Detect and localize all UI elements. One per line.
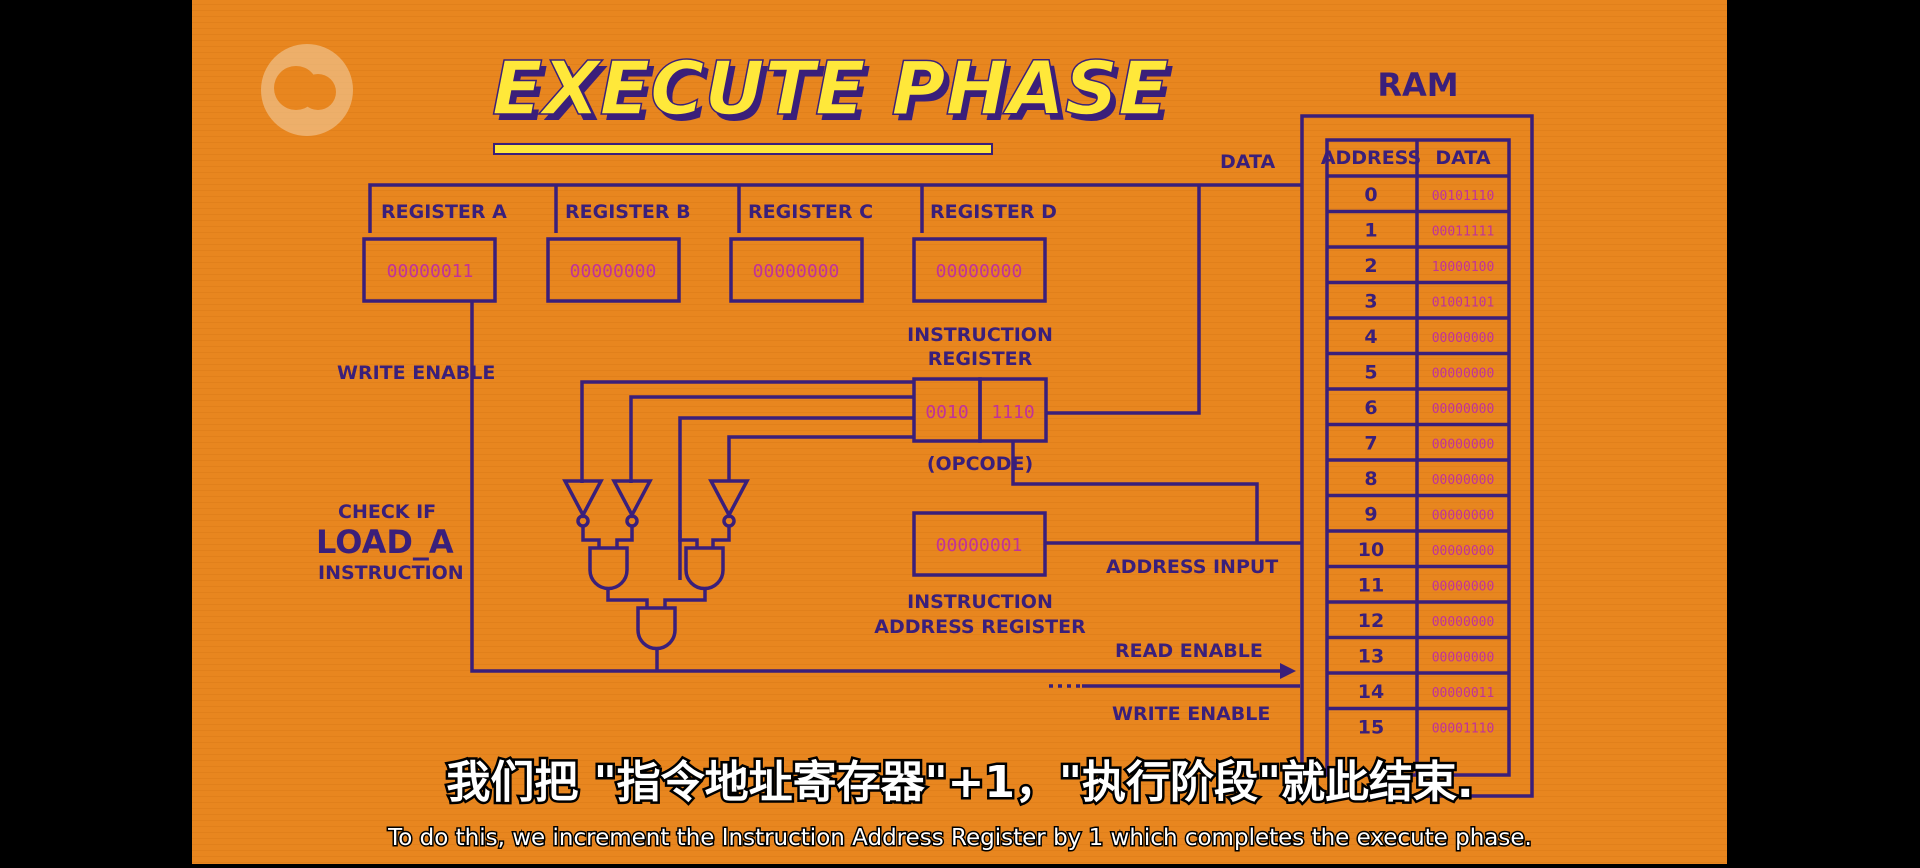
data-to-instruction-wire [1046,185,1201,415]
ram-col-data: DATA [1435,147,1490,169]
ram-address-cell: 15 [1358,717,1384,739]
register-a: REGISTER A 00000011 [362,201,507,303]
ram-outer-box [1300,114,1534,798]
ram-address-cell: 14 [1358,681,1384,703]
ram-data-cell: 00000000 [1432,438,1495,453]
not-gate-1-icon [562,479,604,519]
address-input-label: ADDRESS INPUT [1106,556,1278,578]
ram-rows: 0 00101110 1 00011111 2 10000100 3 01001101 4 000… [1327,174,1509,739]
subtitle-english: To do this, we increment the Instruction… [387,825,1532,851]
instruction-address-value: 00000001 [936,535,1023,556]
not-gate-3-icon [708,479,750,519]
and1-in-b [615,526,634,548]
ram-data-cell: 00000011 [1432,686,1495,701]
ram-address-cell: 2 [1364,255,1377,277]
ram-address-cell: 3 [1364,291,1377,313]
read-enable-arrow-icon [1280,663,1296,679]
instruction-register-label-1: INSTRUCTION [907,324,1053,346]
data-bus-wire [368,183,1302,233]
register-d-label: REGISTER D [930,201,1057,223]
instruction-register-label-2: REGISTER [928,348,1033,370]
and-gate-1-icon [588,546,629,591]
ram-col-address: ADDRESS [1321,147,1421,169]
ram-data-cell: 00011111 [1432,225,1495,240]
register-b: REGISTER B 00000000 [546,201,691,303]
check-if-label: CHECK IF [338,501,436,523]
write-enable-left-label: WRITE ENABLE [337,362,495,384]
and3-in-b [663,588,707,608]
opcode-bit-wire-2 [629,395,914,483]
ram-data-cell: 10000100 [1432,260,1495,275]
ram-address-cell: 9 [1364,504,1377,526]
write-enable-right-label: WRITE ENABLE [1112,703,1270,725]
opcode-bit-wire-1 [580,380,914,483]
data-label: DATA [1220,151,1275,173]
pbs-logo-icon [261,44,353,136]
opcode-bit-wire-3 [678,416,914,580]
ram-address-cell: 4 [1364,326,1377,348]
ram-title: RAM [1377,66,1458,104]
ram-address-cell: 12 [1358,610,1384,632]
register-b-label: REGISTER B [565,201,691,223]
ram-address-cell: 13 [1358,646,1384,668]
and2-in-b [711,526,731,548]
register-a-value: 00000011 [387,261,474,282]
ram-address-cell: 8 [1364,468,1377,490]
register-b-box [546,237,681,303]
ram-data-cell: 00000000 [1432,367,1495,382]
register-c-box [729,237,864,303]
opcode-value: 0010 [925,402,968,423]
ram-address-cell: 10 [1358,539,1384,561]
subtitle-chinese: 我们把 "指令地址寄存器"+1，"执行阶段"就此结束. [446,757,1473,808]
ram-address-cell: 7 [1364,433,1377,455]
load-a-label: LOAD_A [316,523,454,561]
instruction-address-label-1: INSTRUCTION [907,591,1053,613]
instruction-label: INSTRUCTION [318,562,464,584]
ram-address-cell: 1 [1364,220,1377,242]
register-b-value: 00000000 [570,261,657,282]
ram-data-cell: 00101110 [1432,189,1495,204]
page-title: EXECUTE PHASE [492,46,1169,132]
register-d-value: 00000000 [936,261,1023,282]
read-enable-label: READ ENABLE [1115,640,1263,662]
ram-data-cell: 00000000 [1432,544,1495,559]
ram-data-cell: 00000000 [1432,331,1495,346]
opcode-bit-wire-4 [727,435,914,480]
ram-data-cell: 00000000 [1432,473,1495,488]
register-c-value: 00000000 [753,261,840,282]
title-shadow: EXECUTE PHASE [497,52,1174,138]
ram-data-cell: 00000000 [1432,402,1495,417]
read-enable-wire [470,301,1286,673]
address-nibble-wire [1011,441,1259,543]
register-a-box [362,237,497,303]
register-d-box [912,237,1047,303]
register-c-label: REGISTER C [748,201,873,223]
register-a-label: REGISTER A [381,201,507,223]
ram-data-cell: 00000000 [1432,580,1495,595]
ram-data-cell: 00000000 [1432,509,1495,524]
ram-address-cell: 6 [1364,397,1377,419]
ram-address-cell: 0 [1364,184,1377,206]
not-gate-2-icon [611,479,653,519]
address-nibble-value: 1110 [991,402,1034,423]
ram-data-cell: 01001101 [1432,296,1495,311]
ram-data-cell: 00000000 [1432,651,1495,666]
title-underline [493,143,993,155]
and2-in-a [678,530,699,548]
register-d: REGISTER D 00000000 [912,201,1057,303]
and3-in-a [606,588,649,608]
and1-in-a [581,526,601,548]
instruction-address-label-2: ADDRESS REGISTER [874,616,1086,638]
ram-data-cell: 00001110 [1432,722,1495,737]
register-c: REGISTER C 00000000 [729,201,873,303]
opcode-label: (OPCODE) [927,453,1033,475]
ram-address-cell: 11 [1358,575,1384,597]
ram-data-cell: 00000000 [1432,615,1495,630]
ram-address-cell: 5 [1364,362,1377,384]
